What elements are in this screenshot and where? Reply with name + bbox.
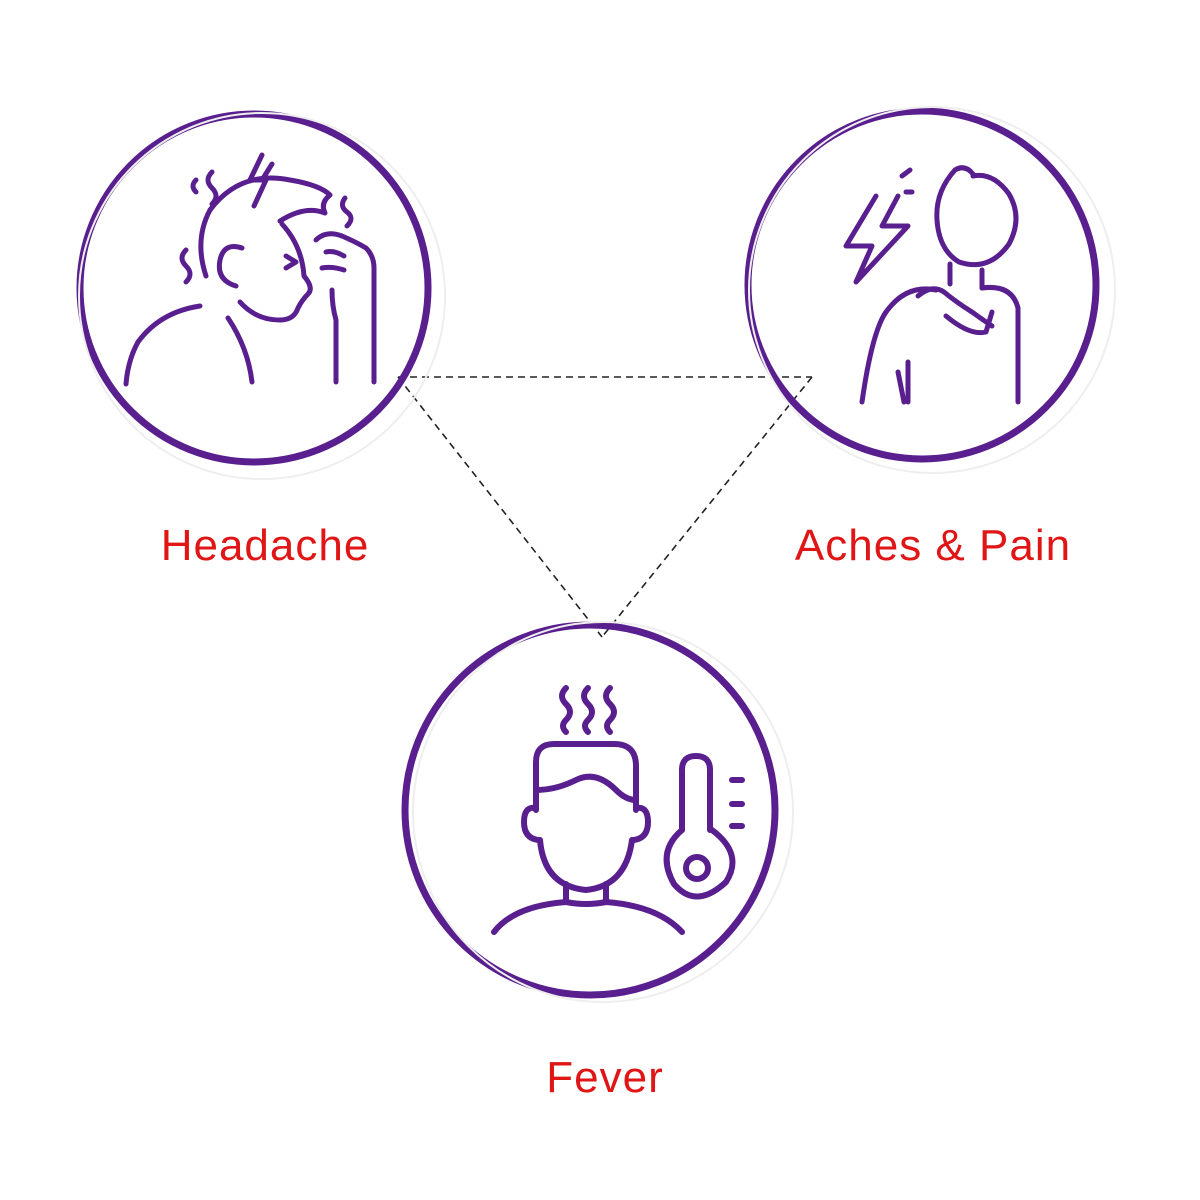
- connector-lines: [397, 376, 813, 638]
- label-aches-pain: Aches & Pain: [794, 521, 1072, 570]
- outer-ring: [744, 107, 1100, 463]
- node-aches: [744, 106, 1116, 474]
- node-fever: [401, 621, 794, 1003]
- fever-person-thermometer-icon: [491, 685, 745, 935]
- label-headache: Headache: [160, 521, 370, 570]
- headache-person-icon: [123, 152, 377, 387]
- inner-ring: [412, 621, 794, 1003]
- shoulder-pain-person-icon: [843, 165, 1021, 405]
- label-fever: Fever: [546, 1053, 664, 1102]
- inner-ring: [78, 112, 446, 480]
- outer-ring: [401, 621, 779, 999]
- node-headache: [76, 110, 446, 480]
- connector-headache-fever: [397, 376, 603, 638]
- inner-ring: [748, 106, 1116, 474]
- connector-aches-fever: [601, 376, 813, 638]
